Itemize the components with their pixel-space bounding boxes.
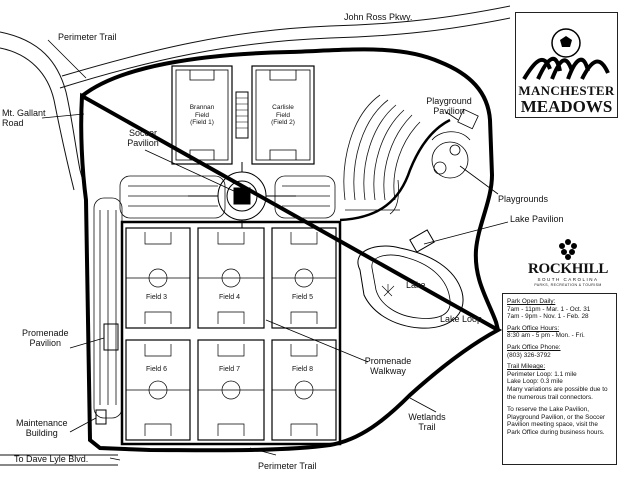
maintenance-building-label: Maintenance Building — [16, 418, 68, 438]
access-road — [339, 118, 451, 222]
manchester-meadows-logo: MANCHESTER MEADOWS — [515, 12, 618, 118]
mt-gallant-label: Mt. Gallant Road — [2, 108, 46, 128]
parking-curved-right — [343, 94, 421, 215]
lower-fields — [125, 227, 337, 441]
trail-mileage-note: Many variations are possible due to the … — [507, 385, 608, 401]
lake-loop-path — [371, 254, 451, 319]
field-4-label: Field 4 — [219, 294, 241, 301]
trail-mileage-perimeter: Perimeter Loop: 1.1 mile — [507, 370, 577, 378]
office-hours-line1: 8:30 am - 5 pm - Mon. - Fri. — [507, 332, 585, 340]
field-7-label: Field 7 — [219, 366, 241, 373]
promenade-pavilion-building — [103, 323, 119, 351]
office-phone-number: (803) 326-3792 — [507, 351, 551, 359]
john-ross-edge-1 — [59, 17, 511, 89]
lake-pavilion-label: Lake Pavilion — [510, 214, 564, 224]
logo-title-line2: MEADOWS — [520, 97, 613, 116]
trail-mileage-lake: Lake Loop: 0.3 mile — [507, 378, 563, 386]
fields-complex-border — [120, 220, 342, 446]
office-phone-heading: Park Office Phone: — [507, 343, 561, 351]
open-hours-line1: 7am - 11pm - Mar. 1 - Oct. 31 — [507, 305, 591, 313]
perimeter-trail-path — [79, 47, 503, 453]
soccer-pavilion-label: Soccer Pavilion — [127, 128, 159, 148]
playgrounds-label: Playgrounds — [498, 194, 549, 204]
maintenance-building-shape — [95, 409, 107, 425]
park-info-panel: Park Open Daily: 7am - 11pm - Mar. 1 - O… — [502, 293, 617, 465]
playground-area — [431, 108, 479, 179]
perimeter-trail-bottom-label: Perimeter Trail — [258, 461, 317, 471]
promenade-pavilion-label: Promenade Pavilion — [22, 328, 69, 348]
city-emblem-icon — [559, 239, 577, 260]
playground-pavilion-label: Playground Pavilion — [426, 96, 472, 116]
logo-title-line1: MANCHESTER — [518, 83, 615, 98]
lake-fountain-icon — [381, 284, 395, 297]
field-6-label: Field 6 — [146, 366, 168, 373]
perimeter-trail-top-label: Perimeter Trail — [58, 32, 117, 42]
open-hours-heading: Park Open Daily: — [507, 298, 556, 305]
reservation-note: To reserve the Lake Pavilion, Playground… — [507, 406, 606, 436]
lower-field-markings — [126, 232, 336, 436]
lake-loop-label: Lake Loop — [440, 314, 483, 324]
lake-label: Lake — [406, 280, 426, 290]
top-fields — [171, 65, 315, 165]
city-department: PARKS, RECREATION & TOURISM — [534, 283, 602, 287]
soccer-pavilion-hub — [188, 162, 296, 228]
label-leaders — [41, 39, 509, 461]
field-1-label: Brannan Field (Field 1) — [189, 104, 215, 126]
field-8-label: Field 8 — [292, 366, 314, 373]
john-ross-label: John Ross Pkwy. — [344, 12, 413, 22]
open-hours-line2: 7am - 9pm - Nov. 1 - Feb. 28 — [507, 313, 589, 321]
mt-gallant-road-edge-2 — [0, 47, 75, 191]
mt-gallant-road-edge-1 — [0, 31, 87, 193]
soccer-ball-grass-icon — [522, 28, 610, 81]
john-ross-edge-2 — [61, 5, 511, 77]
trail-mileage-heading: Trail Mileage: — [507, 363, 546, 371]
rock-hill-logo: ROCKHILL SOUTH CAROLINA PARKS, RECREATIO… — [520, 238, 616, 290]
office-hours-heading: Park Office Hours: — [507, 324, 560, 332]
field-5-label: Field 5 — [292, 294, 314, 301]
field-2-label: Carlisle Field (Field 2) — [271, 104, 295, 126]
wetlands-trail-label: Wetlands Trail — [408, 412, 446, 432]
field-3-label: Field 3 — [146, 294, 168, 301]
lake-pavilion-building — [409, 229, 435, 253]
parking-strip-left — [93, 197, 123, 419]
lake-outline — [357, 245, 464, 329]
city-name: ROCKHILL — [527, 261, 609, 277]
promenade-walkway-label: Promenade Walkway — [364, 356, 412, 376]
dave-lyle-label: To Dave Lyle Blvd. — [14, 454, 89, 464]
city-state: SOUTH CAROLINA — [537, 277, 599, 282]
